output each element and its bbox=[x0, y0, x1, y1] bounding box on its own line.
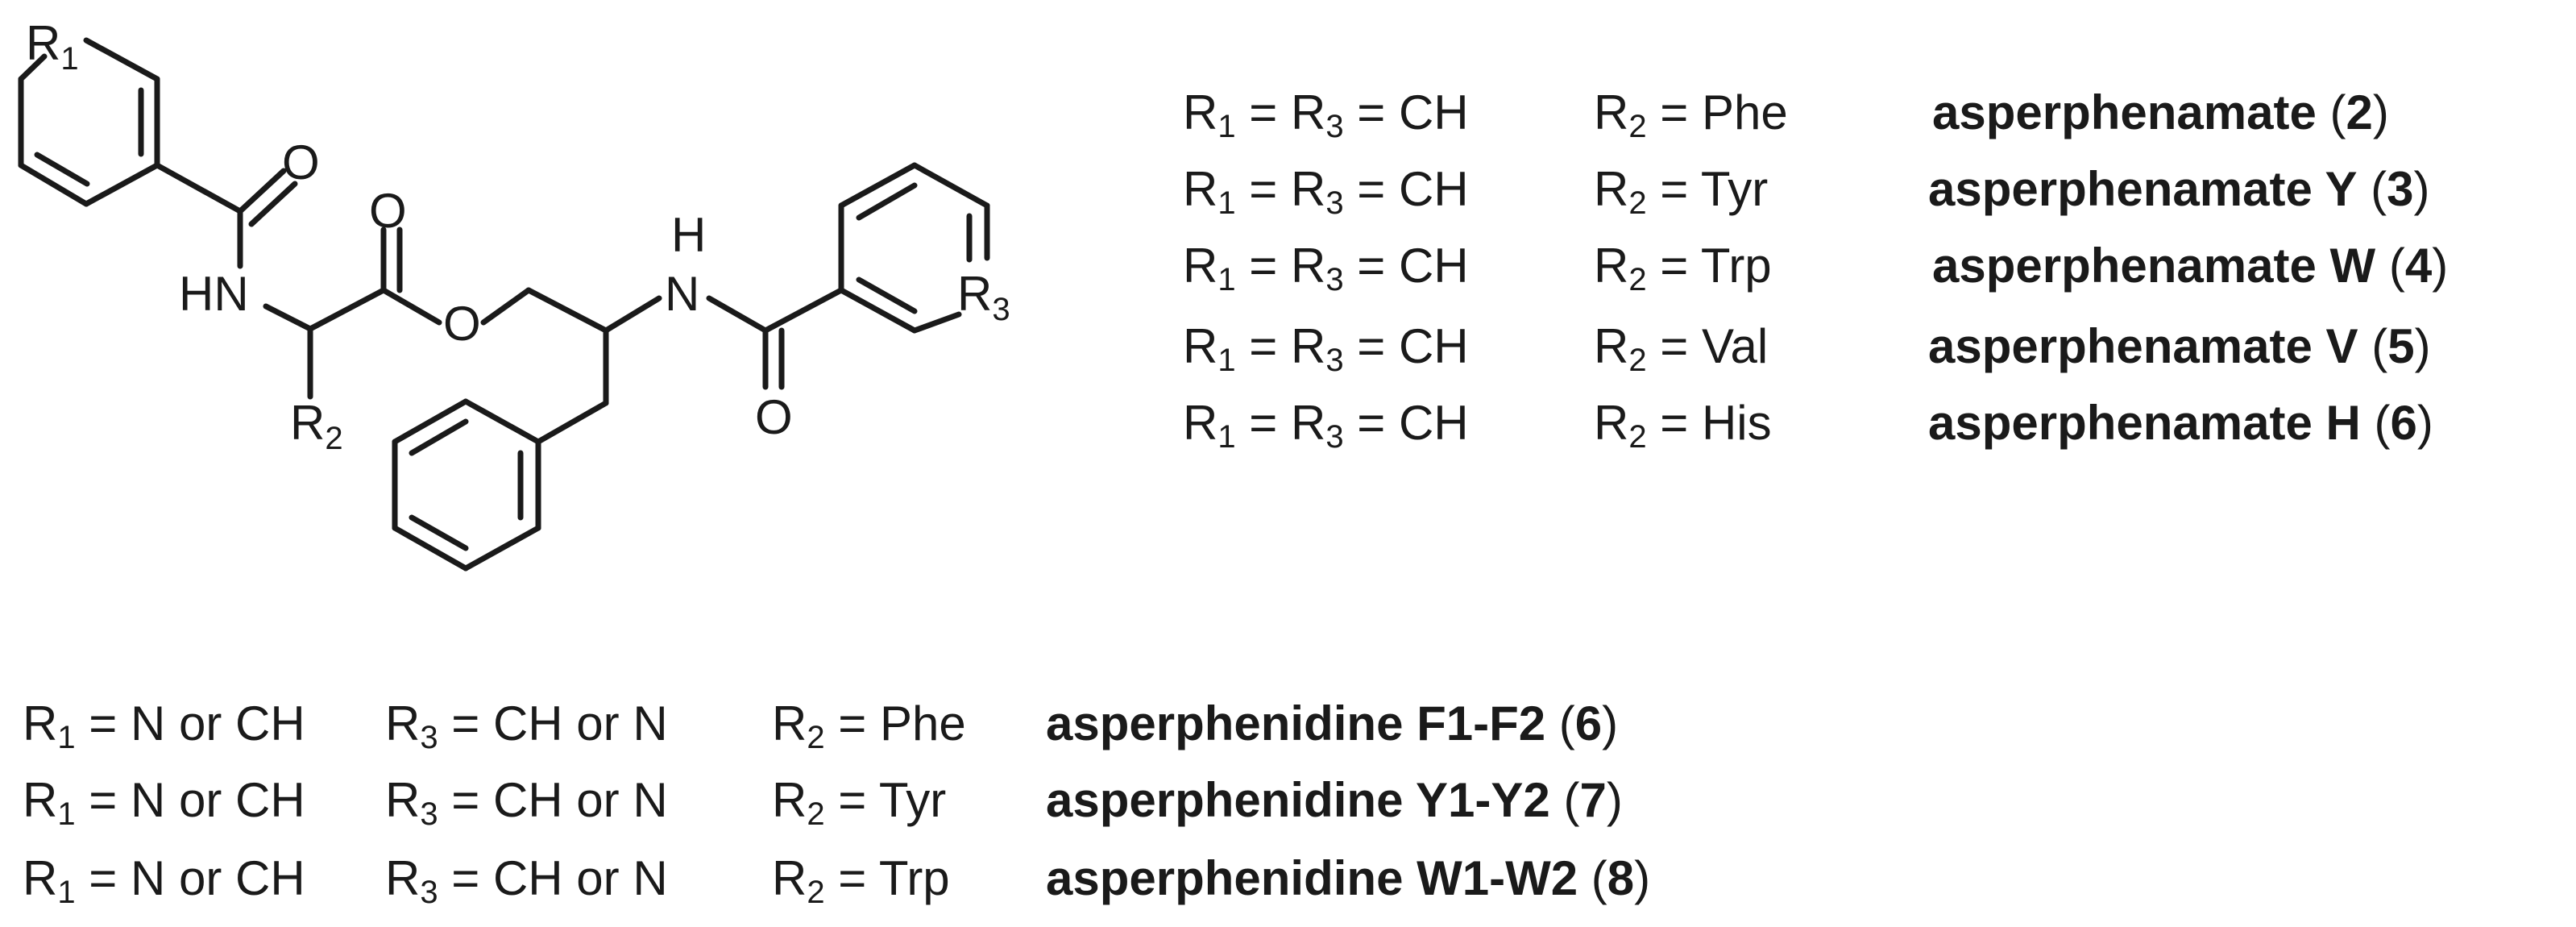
left-ring bbox=[18, 37, 160, 207]
r2-definition: R2 = Val bbox=[1594, 319, 1769, 378]
amide-2-bonds bbox=[535, 287, 844, 445]
r3-definition: R3 = CH or N bbox=[385, 851, 668, 910]
chemical-structure: R1 O HN O O R2 H N O R3 bbox=[18, 16, 1010, 572]
r2-definition: R2 = Trp bbox=[772, 851, 950, 910]
nh-nitrogen: N bbox=[665, 267, 699, 321]
r1-definition: R1 = N or CH bbox=[23, 851, 305, 910]
r2-definition: R2 = Trp bbox=[1594, 239, 1772, 297]
r2-definition: R2 = Phe bbox=[1594, 85, 1788, 144]
amide-1-oxygen: O bbox=[282, 135, 320, 189]
ester-bonds bbox=[307, 227, 609, 400]
compound-name: asperphenidine F1-F2 (6) bbox=[1046, 696, 1619, 750]
r1-r3-definition: R1 = R3 = CH bbox=[1183, 85, 1469, 144]
ester-oxygen: O bbox=[443, 297, 481, 351]
r3-label: R3 bbox=[957, 267, 1010, 327]
compound-name: asperphenamate W (4) bbox=[1932, 239, 2449, 293]
compound-name: asperphenidine Y1-Y2 (7) bbox=[1046, 773, 1623, 827]
right-ring bbox=[838, 162, 990, 334]
benzyl-ring bbox=[392, 398, 541, 572]
r2-definition: R2 = Phe bbox=[772, 696, 966, 755]
r1-r3-definition: R1 = R3 = CH bbox=[1183, 319, 1469, 378]
compound-name: asperphenamate Y (3) bbox=[1928, 162, 2430, 216]
r2-label: R2 bbox=[290, 396, 343, 456]
hn-label: HN bbox=[179, 267, 249, 321]
compound-name: asperphenamate (2) bbox=[1932, 85, 2389, 139]
r2-definition: R2 = Tyr bbox=[1594, 162, 1769, 221]
amide-1-bonds bbox=[154, 162, 313, 332]
r1-definition: R1 = N or CH bbox=[23, 773, 305, 832]
r1-r3-definition: R1 = R3 = CH bbox=[1183, 239, 1469, 297]
nh-hydrogen: H bbox=[671, 208, 706, 262]
r2-definition: R2 = His bbox=[1594, 396, 1772, 455]
r3-definition: R3 = CH or N bbox=[385, 696, 668, 755]
r1-r3-definition: R1 = R3 = CH bbox=[1183, 162, 1469, 221]
r1-r3-definition: R1 = R3 = CH bbox=[1183, 396, 1469, 455]
compound-name: asperphenidine W1-W2 (8) bbox=[1046, 851, 1651, 905]
r1-label: R1 bbox=[26, 16, 79, 77]
compound-name: asperphenamate V (5) bbox=[1928, 319, 2431, 373]
amide-2-oxygen: O bbox=[755, 390, 793, 444]
ester-carbonyl-oxygen: O bbox=[369, 184, 407, 238]
r2-definition: R2 = Tyr bbox=[772, 773, 947, 832]
r3-definition: R3 = CH or N bbox=[385, 773, 668, 832]
compound-name: asperphenamate H (6) bbox=[1928, 396, 2433, 450]
r1-definition: R1 = N or CH bbox=[23, 696, 305, 755]
